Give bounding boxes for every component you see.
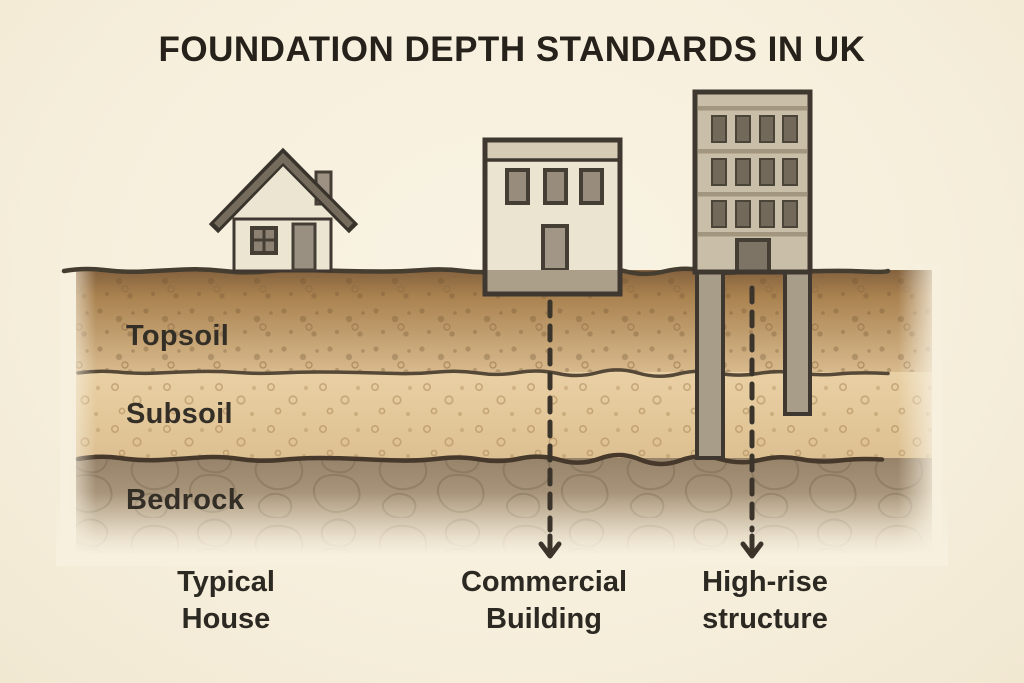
page-title: FOUNDATION DEPTH STANDARDS IN UK bbox=[158, 30, 866, 69]
label-line: structure bbox=[702, 603, 828, 635]
commercial-foundation-slab bbox=[485, 270, 620, 294]
window bbox=[735, 200, 751, 228]
label-typical-house: Typical House bbox=[177, 564, 275, 638]
label-highrise-structure: High-rise structure bbox=[702, 564, 828, 638]
window bbox=[782, 115, 798, 143]
window bbox=[505, 168, 530, 205]
window bbox=[579, 168, 604, 205]
window bbox=[711, 115, 727, 143]
house-illustration bbox=[208, 147, 359, 273]
commercial-door bbox=[541, 224, 569, 272]
topsoil-subsoil-boundary bbox=[76, 368, 890, 378]
arrowhead-down-icon bbox=[538, 541, 562, 559]
highrise-pile-left bbox=[695, 266, 725, 460]
subsoil-bedrock-boundary bbox=[75, 452, 885, 467]
window bbox=[782, 200, 798, 228]
window bbox=[735, 158, 751, 186]
label-topsoil: Topsoil bbox=[126, 320, 230, 352]
depth-arrow-highrise bbox=[740, 285, 764, 559]
label-subsoil: Subsoil bbox=[126, 398, 233, 430]
window bbox=[759, 158, 775, 186]
window bbox=[759, 115, 775, 143]
commercial-outline bbox=[482, 137, 623, 297]
highrise-piles bbox=[695, 266, 812, 460]
commercial-building-illustration bbox=[482, 137, 623, 297]
window bbox=[782, 158, 798, 186]
highrise-door bbox=[735, 238, 771, 274]
commercial-parapet bbox=[485, 140, 620, 160]
commercial-windows bbox=[505, 168, 604, 205]
label-line: Building bbox=[486, 603, 602, 635]
house-door bbox=[291, 222, 317, 272]
label-line: Commercial bbox=[460, 566, 628, 598]
highrise-outline bbox=[692, 89, 813, 275]
label-commercial-building: Commercial Building bbox=[461, 564, 627, 638]
window bbox=[735, 115, 751, 143]
depth-arrow-commercial bbox=[538, 299, 562, 559]
label-line: High-rise bbox=[702, 566, 828, 598]
house-roof-band bbox=[214, 153, 353, 228]
window bbox=[711, 200, 727, 228]
window bbox=[759, 200, 775, 228]
arrowhead-down-icon bbox=[740, 541, 764, 559]
label-line: House bbox=[181, 603, 271, 635]
window bbox=[543, 168, 568, 205]
highrise-pile-right bbox=[783, 266, 812, 416]
label-line: Typical bbox=[177, 566, 275, 598]
house-window bbox=[250, 226, 278, 255]
soil-bottom-fade bbox=[56, 492, 948, 566]
highrise-windows bbox=[711, 115, 798, 228]
window bbox=[711, 158, 727, 186]
highrise-floor-bands bbox=[698, 106, 807, 237]
label-bedrock: Bedrock bbox=[126, 484, 245, 516]
highrise-illustration bbox=[692, 89, 813, 275]
